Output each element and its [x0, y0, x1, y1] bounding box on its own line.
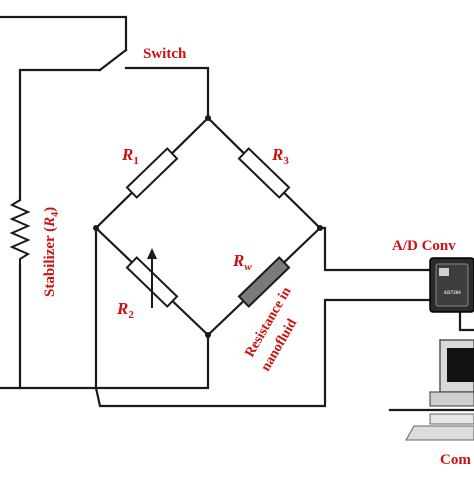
chip-label: AD7284 [443, 291, 461, 296]
ad-converter-label: A/D Conv [392, 238, 456, 254]
wire-bottom-return [94, 298, 432, 408]
r1-label: R1 [121, 145, 139, 167]
stabilizer-label: Stabilizer (R4) [42, 207, 61, 297]
wire-stabilizer-top [18, 68, 102, 202]
r3-label: R3 [271, 145, 289, 167]
node-right [317, 225, 323, 231]
node-bottom [205, 332, 211, 338]
resistor-r2 [125, 248, 179, 308]
computer-icon [405, 339, 474, 441]
stabilizer-resistor [9, 199, 31, 265]
resistor-rw [237, 256, 291, 308]
switch-label: Switch [143, 46, 187, 62]
ad-converter-chip: AD7284 [429, 257, 474, 313]
rw-label: Rw [232, 251, 252, 273]
wire-bottom-node-down [94, 333, 210, 390]
wire-left-node-down [18, 226, 98, 390]
wire-switch-right [124, 66, 210, 120]
wire-stabilizer-bottom [0, 263, 22, 390]
wire-top-left [0, 15, 128, 52]
resistor-r3 [237, 147, 291, 199]
computer-label: Com [440, 452, 471, 468]
node-dots [93, 115, 323, 338]
wires [0, 15, 474, 412]
node-left [93, 225, 99, 231]
r2-label: R2 [116, 299, 134, 321]
node-top [205, 115, 211, 121]
switch-arm [98, 48, 128, 72]
resistor-r1 [125, 147, 179, 199]
